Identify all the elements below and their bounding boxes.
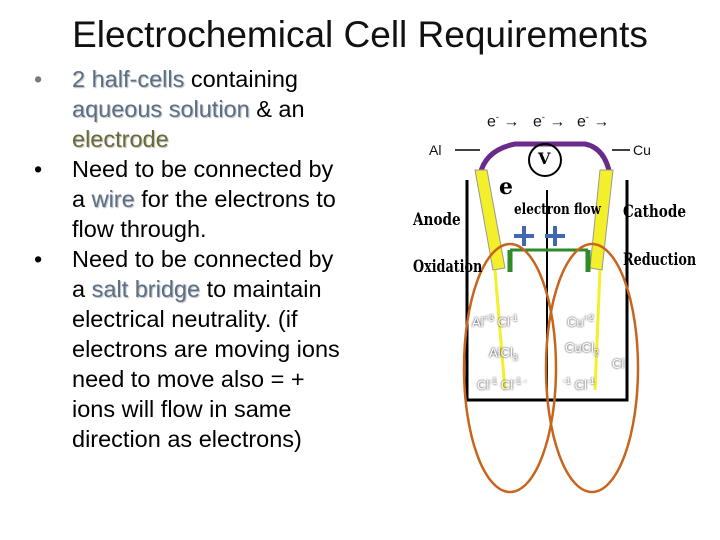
bullet-list: • 2 half-cells containing aqueous soluti… bbox=[30, 64, 400, 454]
anode-lower bbox=[493, 269, 507, 391]
bullet-text: need to move also = + bbox=[72, 366, 305, 392]
plus-icon-left bbox=[514, 226, 534, 246]
bullet-text: & an bbox=[249, 96, 305, 122]
cell-drawing bbox=[455, 141, 640, 494]
bullet-text: containing bbox=[184, 66, 298, 92]
right-cl-label: Cl bbox=[612, 356, 625, 371]
bullet-text: direction as electrons) bbox=[72, 426, 302, 452]
term-half-cells: 2 half-cells bbox=[72, 66, 185, 92]
bullet-half-cells: • 2 half-cells containing aqueous soluti… bbox=[30, 64, 400, 154]
voltmeter-label: V bbox=[538, 149, 551, 168]
bullet-text: Need to be connected by bbox=[72, 246, 334, 272]
term-wire: wire bbox=[91, 186, 135, 212]
right-ion-cl: -1 Cl-1 bbox=[563, 376, 595, 393]
bullet-text: flow through. bbox=[72, 216, 207, 242]
right-salt: CuCl2 bbox=[565, 340, 599, 358]
plus-icon-right bbox=[545, 226, 565, 246]
cathode-label: Cathode bbox=[623, 202, 687, 222]
bullet-text: to maintain bbox=[200, 276, 322, 302]
bullet-dot: • bbox=[34, 156, 43, 182]
electrochemical-cell-diagram: e- → e- → e- → Al Cu V e Anode Oxidation… bbox=[405, 100, 705, 510]
term-aqueous-solution: aqueous solution bbox=[72, 96, 250, 122]
right-ion-cu: Cu+2 bbox=[567, 313, 594, 330]
bullet-text: electrons are moving ions bbox=[72, 336, 340, 362]
electron-hand-label: e bbox=[499, 174, 513, 200]
electron-label-1: e- → bbox=[487, 112, 520, 131]
left-salt: AlCl3 bbox=[489, 345, 518, 363]
anode-electrode bbox=[474, 169, 506, 271]
term-electrode: electrode bbox=[72, 126, 169, 152]
bullet-text: ions will flow in same bbox=[72, 396, 292, 422]
electron-label-3: e- → bbox=[577, 112, 610, 131]
cu-label: Cu bbox=[633, 142, 651, 158]
slide-title: Electrochemical Cell Requirements bbox=[72, 14, 648, 55]
bullet-text: a bbox=[72, 186, 92, 212]
voltmeter-icon bbox=[528, 143, 562, 177]
electron-label-2: e- → bbox=[533, 112, 566, 131]
bullet-text: electrical neutrality. (if bbox=[72, 306, 298, 332]
left-ion-al: Al+3 Cl-1 bbox=[472, 313, 518, 330]
bullet-dot: • bbox=[34, 246, 43, 272]
bullet-text: Need to be connected by bbox=[72, 156, 334, 182]
cathode-lower bbox=[593, 269, 602, 391]
bullet-wire: • Need to be connected by a wire for the… bbox=[30, 154, 400, 244]
oxidation-label: Oxidation bbox=[413, 257, 483, 277]
bullet-dot: • bbox=[34, 66, 43, 92]
al-label: Al bbox=[429, 142, 442, 158]
reduction-label: Reduction bbox=[623, 250, 697, 270]
left-ion-cl: Cl-1 Cl-1 - bbox=[477, 376, 527, 393]
anode-label: Anode bbox=[413, 210, 461, 230]
bullet-text: for the electrons to bbox=[134, 186, 336, 212]
bullet-text: a bbox=[72, 276, 92, 302]
bullet-salt-bridge: • Need to be connected by a salt bridge … bbox=[30, 244, 400, 454]
electron-flow-label: electron flow bbox=[514, 200, 601, 218]
left-half-cell-oval bbox=[462, 242, 558, 494]
term-salt-bridge: salt bridge bbox=[91, 276, 201, 302]
right-half-cell-oval bbox=[544, 242, 640, 494]
